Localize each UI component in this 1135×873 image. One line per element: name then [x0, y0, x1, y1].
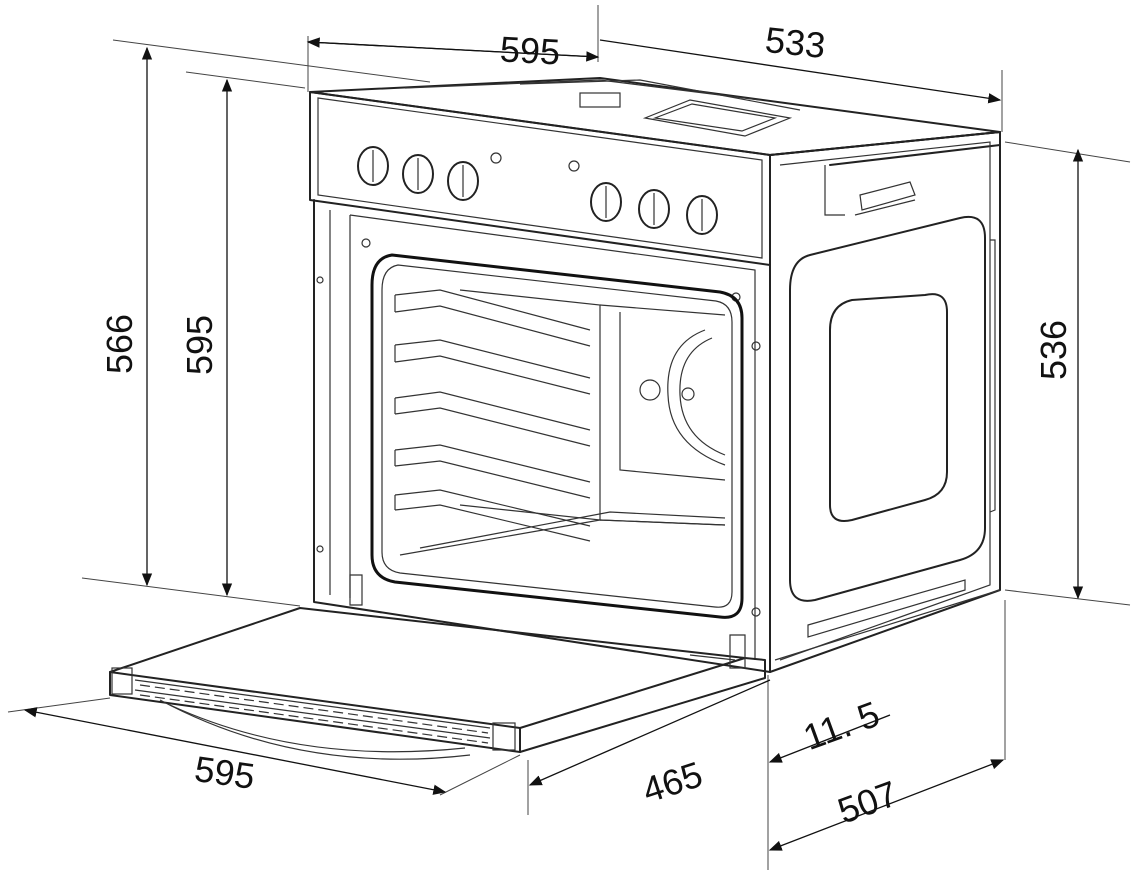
dim-gap: 11. 5 [798, 693, 885, 758]
dim-top-depth: 533 [763, 19, 827, 66]
dim-body-depth: 507 [832, 772, 902, 831]
dimension-labels: 595 533 566 595 536 595 465 11. 5 507 [99, 19, 1074, 832]
control-knobs [357, 146, 718, 235]
oven-drawing [109, 77, 1001, 760]
dim-height-outer: 566 [99, 314, 140, 374]
rack-rails [394, 289, 591, 542]
dimension-lines [7, 5, 1131, 870]
dim-door-depth: 465 [637, 753, 707, 811]
dim-side-height: 536 [1033, 320, 1074, 380]
dim-top-width: 595 [499, 28, 561, 72]
dim-height-front: 595 [179, 315, 220, 375]
dim-door-width: 595 [192, 748, 257, 797]
